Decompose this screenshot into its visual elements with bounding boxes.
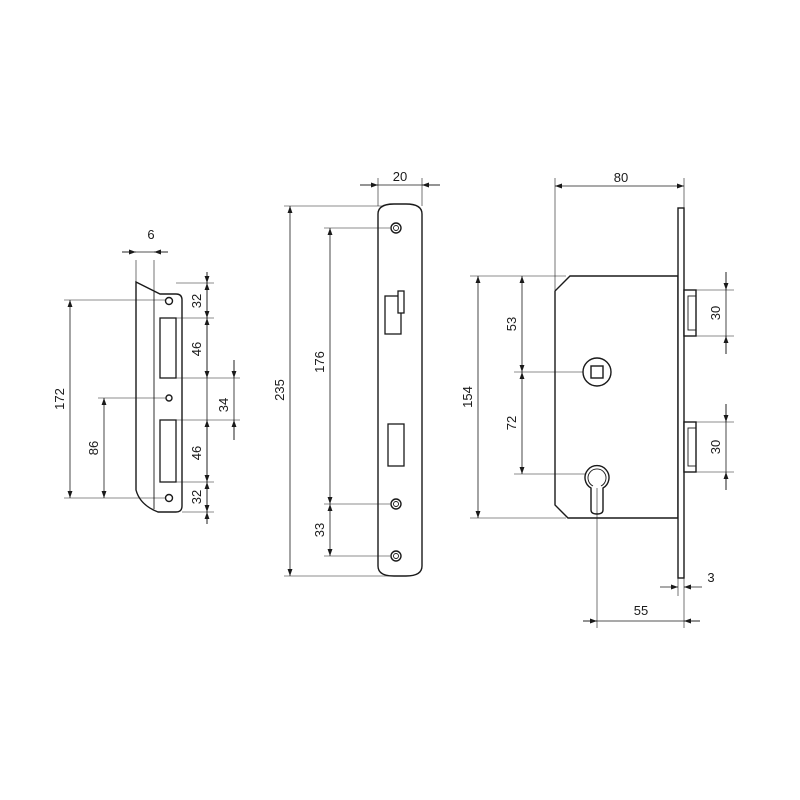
- label-strike-total: 172: [52, 388, 67, 410]
- strike-hole-bottom: [164, 493, 174, 503]
- label-plate-thickness: 3: [707, 570, 714, 585]
- faceplate-screw-top: [390, 222, 402, 234]
- faceplate-outline: [377, 203, 423, 577]
- faceplate-screw-middle: [390, 498, 402, 510]
- label-follower-to-cylinder: 72: [504, 416, 519, 430]
- lock-forend-plate: [677, 207, 685, 579]
- faceplate: 20 235 176 33: [272, 169, 440, 577]
- label-faceplate-width: 20: [393, 169, 407, 184]
- strike-upper-slot: [159, 317, 177, 379]
- label-faceplate-total: 235: [272, 379, 287, 401]
- label-bolt-height: 30: [708, 440, 723, 454]
- strike-hole-top: [164, 296, 174, 306]
- label-case-depth: 80: [614, 170, 628, 185]
- label-strike-hole-spacing: 86: [86, 441, 101, 455]
- lock-body: 80 154 53 72 30 30 3: [460, 170, 734, 628]
- label-faceplate-screw-spacing: 176: [312, 351, 327, 373]
- dead-bolt: [683, 421, 697, 473]
- label-strike-middle: 34: [216, 398, 231, 412]
- label-case-height: 154: [460, 386, 475, 408]
- label-strike-bottom-segment: 32: [189, 490, 204, 504]
- faceplate-bolt-opening: [387, 423, 405, 467]
- faceplate-latch-opening: [384, 295, 402, 335]
- latch-bolt: [683, 289, 697, 337]
- strike-hole-middle: [165, 394, 173, 402]
- strike-plate: 6 172 86 32 46 34 46 32: [52, 227, 240, 524]
- label-latch-height: 30: [708, 306, 723, 320]
- label-strike-width: 6: [147, 227, 154, 242]
- strike-lower-slot: [159, 419, 177, 483]
- label-follower-offset: 53: [504, 317, 519, 331]
- lock-case-outline: [554, 275, 679, 519]
- label-strike-lower-slot: 46: [189, 446, 204, 460]
- label-strike-upper-slot: 46: [189, 342, 204, 356]
- label-strike-top-segment: 32: [189, 294, 204, 308]
- label-faceplate-bottom-spacing: 33: [312, 523, 327, 537]
- faceplate-latch-lip: [397, 290, 405, 314]
- faceplate-screw-bottom: [390, 550, 402, 562]
- label-backset: 55: [634, 603, 648, 618]
- follower-square: [590, 365, 604, 379]
